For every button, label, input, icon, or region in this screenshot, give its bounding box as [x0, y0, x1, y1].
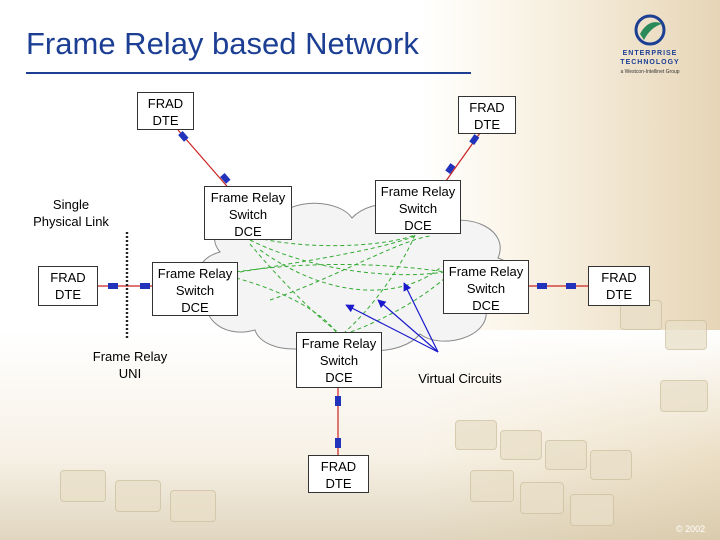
keyboard-key [660, 380, 708, 412]
node-line: DTE [55, 287, 81, 302]
keyboard-key [500, 430, 542, 460]
node-line: Frame Relay [210, 190, 286, 205]
copyright-notice: © 2002 [676, 524, 706, 534]
keyboard-key [455, 420, 497, 450]
node-line: Switch [398, 201, 438, 216]
keyboard-key [170, 490, 216, 522]
node-line: DCE [181, 300, 209, 315]
label-line: Frame Relay [92, 349, 168, 364]
logo-tagline: a Westcon-Intellinet Group [620, 69, 680, 75]
label-line: UNI [118, 366, 142, 381]
single-physical-link-label: Single Physical Link [22, 196, 120, 230]
node-line: Frame Relay [380, 184, 456, 199]
label-line: Single [52, 197, 90, 212]
node-line: Frame Relay [448, 264, 524, 279]
keyboard-key [470, 470, 514, 502]
frame-relay-switch-top-right: Frame Relay Switch DCE [375, 180, 461, 234]
node-line: Frame Relay [301, 336, 377, 351]
node-line: Switch [228, 207, 268, 222]
virtual-circuit-lines [235, 234, 446, 335]
node-line: FRAD [469, 100, 505, 115]
frame-relay-switch-top-left: Frame Relay Switch DCE [204, 186, 292, 240]
virtual-circuits-label: Virtual Circuits [418, 371, 502, 386]
node-line: DCE [234, 224, 262, 239]
node-line: DTE [152, 113, 179, 128]
node-line: FRAD [147, 96, 184, 111]
logo-mark-icon [634, 14, 666, 46]
node-line: DTE [325, 476, 352, 491]
node-line: Switch [466, 281, 506, 296]
node-line: Switch [175, 283, 215, 298]
node-line: DTE [606, 287, 632, 302]
logo-line1: ENTERPRISE [622, 50, 678, 57]
frame-relay-switch-right: Frame Relay Switch DCE [443, 260, 529, 314]
keyboard-key [545, 440, 587, 470]
frad-dte-top-right: FRAD DTE [458, 96, 516, 134]
link-connectors [108, 131, 576, 448]
node-line: Switch [319, 353, 359, 368]
keyboard-key [115, 480, 161, 512]
keyboard-key [665, 320, 707, 350]
frame-relay-uni-label: Frame Relay UNI [84, 348, 176, 382]
keyboard-key [590, 450, 632, 480]
keyboard-key [570, 494, 614, 526]
node-line: DCE [472, 298, 500, 313]
frame-relay-switch-bottom: Frame Relay Switch DCE [296, 332, 382, 388]
logo-line2: TECHNOLOGY [620, 59, 680, 66]
keyboard-key [520, 482, 564, 514]
node-line: Frame Relay [157, 266, 233, 281]
keyboard-key [60, 470, 106, 502]
title-underline [26, 72, 471, 74]
frad-dte-bottom: FRAD DTE [308, 455, 369, 493]
frame-relay-switch-left: Frame Relay Switch DCE [152, 262, 238, 316]
node-line: FRAD [50, 270, 86, 285]
frad-dte-left: FRAD DTE [38, 266, 98, 306]
frad-dte-top-left: FRAD DTE [137, 92, 194, 130]
page-title: Frame Relay based Network [26, 26, 419, 61]
enterprise-technology-logo: ENTERPRISE TECHNOLOGY a Westcon-Intellin… [610, 12, 690, 84]
label-line: Physical Link [33, 214, 109, 229]
node-line: DCE [325, 370, 353, 385]
frad-dte-right: FRAD DTE [588, 266, 650, 306]
node-line: DCE [404, 218, 432, 233]
node-line: FRAD [601, 270, 637, 285]
node-line: DTE [474, 117, 500, 132]
node-line: FRAD [320, 459, 357, 474]
virtual-circuit-arrows [345, 282, 439, 353]
